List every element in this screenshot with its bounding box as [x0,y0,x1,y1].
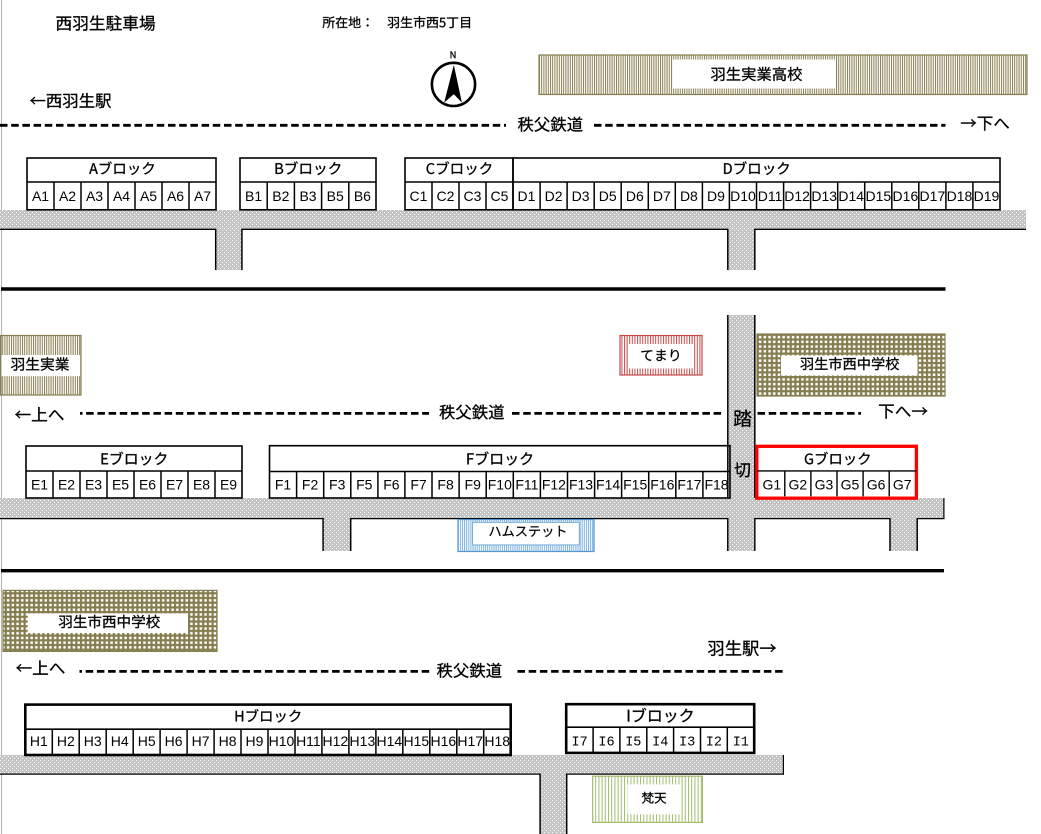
svg-text:G5: G5 [841,477,860,493]
svg-text:D9: D9 [707,188,725,204]
svg-text:A4: A4 [113,188,130,204]
svg-text:F17: F17 [677,477,701,493]
svg-text:H4: H4 [111,733,129,749]
svg-text:H12: H12 [323,733,349,749]
svg-text:E7: E7 [166,477,183,493]
svg-text:E8: E8 [193,477,210,493]
svg-text:I4: I4 [652,736,668,751]
svg-text:D19: D19 [974,188,1000,204]
svg-text:D16: D16 [893,188,919,204]
svg-text:F5: F5 [356,477,373,493]
svg-text:F13: F13 [569,477,593,493]
svg-text:F3: F3 [329,477,346,493]
svg-text:D14: D14 [838,188,864,204]
svg-text:F14: F14 [596,477,620,493]
svg-text:A1: A1 [32,188,49,204]
svg-text:D3: D3 [572,188,590,204]
svg-text:B5: B5 [327,188,344,204]
svg-text:A7: A7 [194,188,211,204]
svg-text:H15: H15 [403,733,429,749]
svg-text:H7: H7 [192,733,210,749]
svg-text:H9: H9 [246,733,264,749]
svg-text:D15: D15 [865,188,891,204]
svg-text:C3: C3 [464,188,482,204]
svg-text:H11: H11 [296,733,321,749]
svg-text:B3: B3 [299,188,316,204]
svg-text:H8: H8 [219,733,237,749]
svg-text:H16: H16 [430,733,456,749]
svg-text:C2: C2 [437,188,455,204]
svg-text:A3: A3 [86,188,103,204]
svg-text:H14: H14 [376,733,402,749]
svg-text:A5: A5 [140,188,157,204]
svg-text:F16: F16 [650,477,674,493]
svg-text:H6: H6 [165,733,183,749]
svg-text:F2: F2 [302,477,319,493]
svg-text:G2: G2 [789,477,808,493]
svg-text:G6: G6 [867,477,886,493]
svg-text:I5: I5 [625,736,641,751]
svg-text:H3: H3 [84,733,102,749]
svg-text:H1: H1 [30,733,48,749]
svg-text:D17: D17 [920,188,946,204]
svg-text:A6: A6 [167,188,184,204]
svg-text:D13: D13 [811,188,837,204]
svg-text:G7: G7 [893,477,912,493]
svg-text:G1: G1 [762,477,781,493]
svg-text:C1: C1 [410,188,428,204]
svg-text:D11: D11 [758,188,783,204]
svg-text:B2: B2 [272,188,289,204]
svg-text:A2: A2 [59,188,76,204]
svg-text:F12: F12 [542,477,566,493]
svg-text:D8: D8 [680,188,698,204]
svg-text:F9: F9 [465,477,482,493]
svg-text:B6: B6 [354,188,371,204]
svg-text:I7: I7 [571,736,587,751]
svg-text:F6: F6 [383,477,400,493]
svg-text:F7: F7 [410,477,427,493]
svg-text:F11: F11 [515,477,538,493]
svg-text:D5: D5 [599,188,617,204]
svg-text:F1: F1 [275,477,292,493]
svg-text:B1: B1 [245,188,262,204]
svg-text:E6: E6 [139,477,156,493]
svg-text:E1: E1 [31,477,48,493]
svg-text:I3: I3 [679,736,695,751]
svg-text:F15: F15 [623,477,647,493]
svg-text:H13: H13 [350,733,376,749]
svg-text:E5: E5 [112,477,129,493]
svg-text:F18: F18 [704,477,728,493]
svg-text:F10: F10 [488,477,512,493]
svg-text:I6: I6 [598,736,614,751]
svg-text:C5: C5 [491,188,509,204]
svg-text:D10: D10 [730,188,756,204]
svg-text:H17: H17 [457,733,483,749]
svg-text:H2: H2 [57,733,75,749]
svg-text:E2: E2 [58,477,75,493]
svg-text:D1: D1 [518,188,536,204]
svg-text:D18: D18 [947,188,973,204]
svg-text:G3: G3 [815,477,834,493]
svg-text:D12: D12 [784,188,810,204]
svg-text:E3: E3 [85,477,102,493]
svg-text:I1: I1 [733,736,749,751]
svg-text:D2: D2 [545,188,563,204]
svg-text:I2: I2 [706,736,722,751]
svg-text:H10: H10 [269,733,295,749]
svg-text:F8: F8 [437,477,454,493]
svg-text:D7: D7 [653,188,671,204]
svg-text:D6: D6 [626,188,644,204]
svg-text:H5: H5 [138,733,156,749]
svg-text:H18: H18 [484,733,510,749]
svg-text:E9: E9 [220,477,237,493]
